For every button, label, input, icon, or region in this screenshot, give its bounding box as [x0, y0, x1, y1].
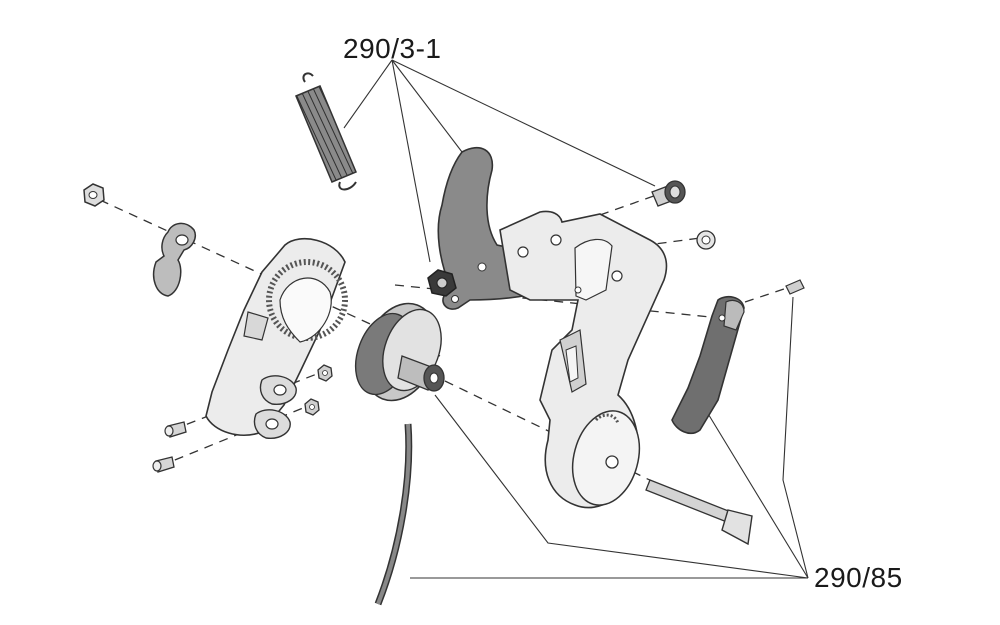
leader-lines-bottom: [410, 296, 809, 579]
gear-housing: [205, 237, 348, 439]
main-frame: [499, 210, 668, 509]
trigger-lever: [671, 295, 745, 435]
leader-lines-top: [343, 59, 656, 263]
wing-nut: [152, 222, 196, 297]
pin: [785, 279, 805, 295]
pulley-wheel: [354, 302, 445, 402]
washer: [696, 230, 716, 250]
callout-label-bottom: 290/85: [814, 562, 903, 593]
cable: [374, 423, 413, 606]
shoulder-bolt: [651, 180, 686, 207]
callout-label-top: 290/3-1: [343, 33, 442, 64]
tension-spring: [295, 72, 357, 191]
hex-nut-left: [83, 183, 105, 207]
lug-nuts: [304, 364, 333, 416]
hex-nut-blade: [427, 269, 457, 297]
long-pin: [645, 479, 753, 546]
socket-bolts: [152, 421, 187, 473]
